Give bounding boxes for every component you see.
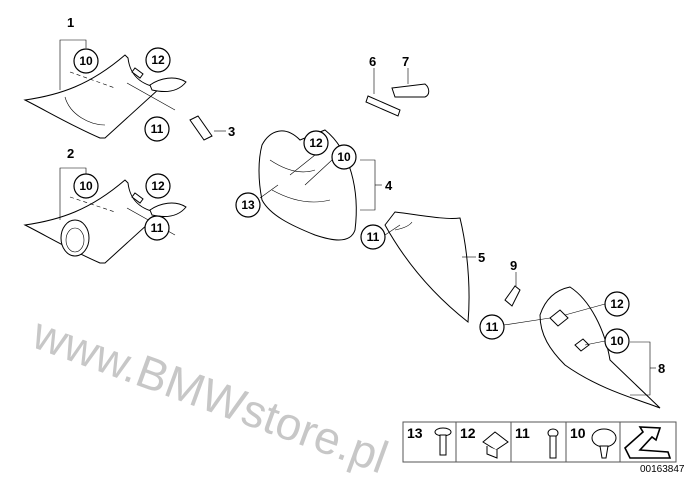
svg-text:12: 12 [151, 179, 165, 193]
part-8-a-pillar-trim[interactable] [539, 286, 661, 409]
label-3: 3 [228, 124, 235, 139]
screw-with-washer-icon [434, 427, 452, 456]
callout-10[interactable]: 10 [73, 173, 99, 199]
svg-text:11: 11 [151, 221, 164, 235]
label-8: 8 [658, 361, 665, 376]
clip-nut-icon [482, 431, 509, 459]
svg-text:11: 11 [486, 320, 499, 334]
part-1-trim-panel[interactable] [23, 54, 187, 139]
part-3-clip[interactable] [189, 115, 213, 141]
callout-12[interactable]: 12 [145, 47, 171, 73]
callout-11[interactable]: 11 [360, 224, 386, 250]
diagram-number: 00163847 [640, 464, 685, 475]
part-9-clip[interactable] [504, 285, 521, 307]
svg-text:11: 11 [367, 230, 380, 244]
svg-text:12: 12 [610, 297, 624, 311]
svg-text:11: 11 [151, 122, 164, 136]
part-6-cover-strip[interactable] [365, 95, 401, 117]
svg-text:10: 10 [79, 54, 93, 68]
fastener-legend: 13 12 11 10 [402, 421, 677, 463]
callout-10[interactable]: 10 [331, 144, 357, 170]
callout-10[interactable]: 10 [73, 48, 99, 74]
svg-text:11: 11 [515, 425, 530, 441]
callout-11[interactable]: 11 [144, 215, 170, 241]
callout-12[interactable]: 12 [604, 291, 630, 317]
label-2: 2 [67, 146, 74, 161]
screw-icon [547, 428, 559, 459]
callout-12[interactable]: 12 [145, 173, 171, 199]
svg-text:10: 10 [610, 334, 624, 348]
watermark: www.BMWstore.pl [25, 306, 394, 483]
part-2-trim-panel[interactable] [23, 179, 187, 264]
expansion-rivet-icon [591, 428, 617, 459]
legend-item-13[interactable]: 13 [407, 425, 452, 456]
legend-item-10[interactable]: 10 [570, 425, 617, 459]
svg-text:10: 10 [337, 150, 351, 164]
callout-13[interactable]: 13 [235, 192, 261, 218]
svg-text:12: 12 [309, 136, 323, 150]
label-1: 1 [67, 15, 74, 30]
legend-item-11[interactable]: 11 [515, 425, 559, 459]
arrow-direction-icon [624, 426, 672, 459]
callout-11[interactable]: 11 [479, 314, 505, 340]
label-7: 7 [402, 54, 409, 69]
label-5: 5 [478, 250, 485, 265]
svg-text:13: 13 [241, 198, 255, 212]
callout-11[interactable]: 11 [144, 116, 170, 142]
part-7-cover-strip[interactable] [391, 83, 430, 98]
label-6: 6 [369, 54, 376, 69]
part-5-panel[interactable] [384, 211, 470, 323]
label-4: 4 [385, 178, 393, 193]
legend-item-12[interactable]: 12 [460, 425, 509, 459]
svg-text:12: 12 [460, 425, 476, 441]
callout-10[interactable]: 10 [604, 328, 630, 354]
svg-text:10: 10 [570, 425, 586, 441]
svg-text:10: 10 [79, 179, 93, 193]
svg-text:13: 13 [407, 425, 423, 441]
callout-12[interactable]: 12 [303, 130, 329, 156]
label-9: 9 [510, 258, 517, 273]
svg-text:12: 12 [151, 53, 165, 67]
